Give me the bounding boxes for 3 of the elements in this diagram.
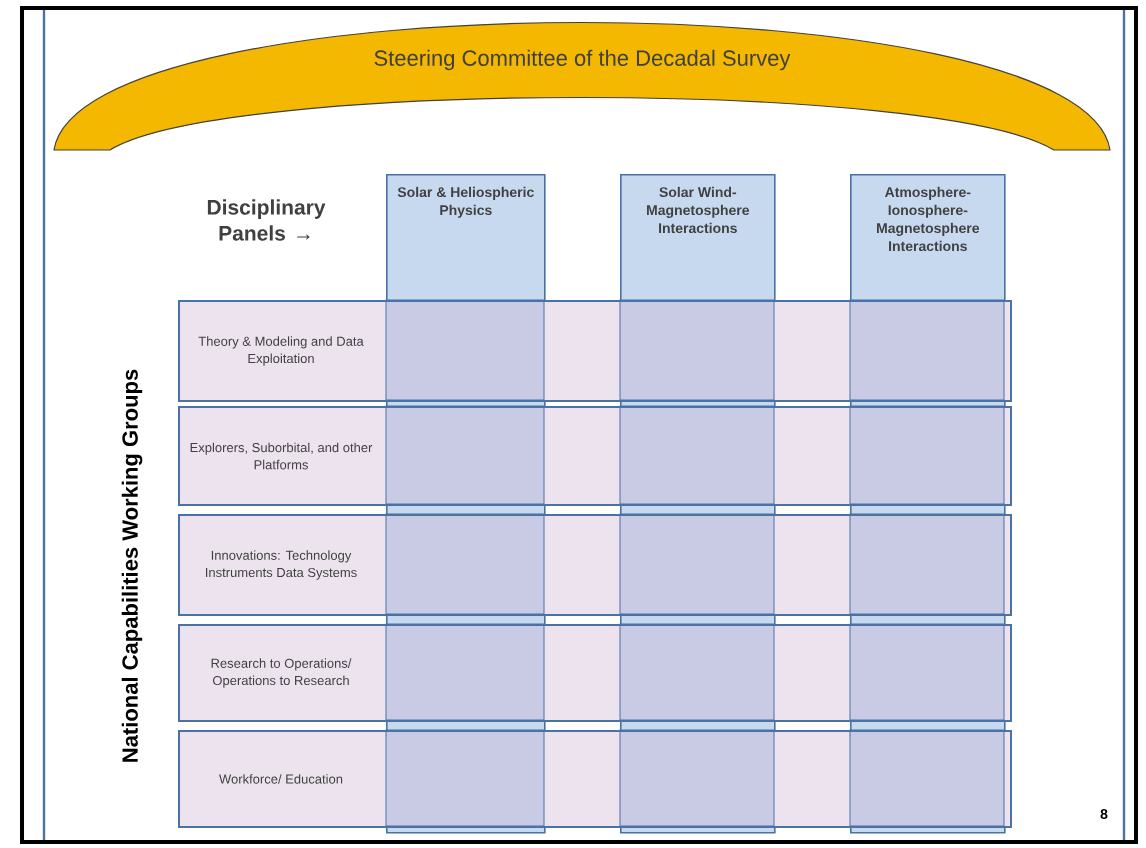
arch-banner: Steering Committee of the Decadal Survey (53, 21, 1111, 151)
axis-heading: National Capabilities Working Groups (121, 369, 143, 762)
panels-heading: Disciplinary Panels → (207, 199, 326, 241)
